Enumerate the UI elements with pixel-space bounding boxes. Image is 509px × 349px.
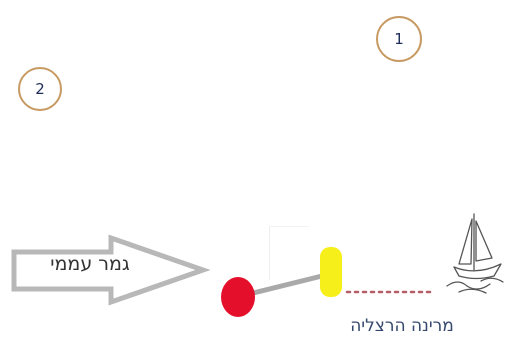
finish-top <box>269 226 309 227</box>
finish-post <box>269 226 270 280</box>
red-buoy-icon <box>221 277 255 317</box>
marker-two: 2 <box>18 67 62 111</box>
direction-arrow <box>11 234 211 306</box>
sailboat-icon <box>446 213 504 294</box>
connector-line <box>242 272 329 298</box>
marker-one: 1 <box>376 16 422 62</box>
yellow-buoy-icon <box>320 247 342 297</box>
arrow-label: גמר עממי <box>50 253 130 275</box>
location-label: מרינה הרצליה <box>350 316 454 336</box>
